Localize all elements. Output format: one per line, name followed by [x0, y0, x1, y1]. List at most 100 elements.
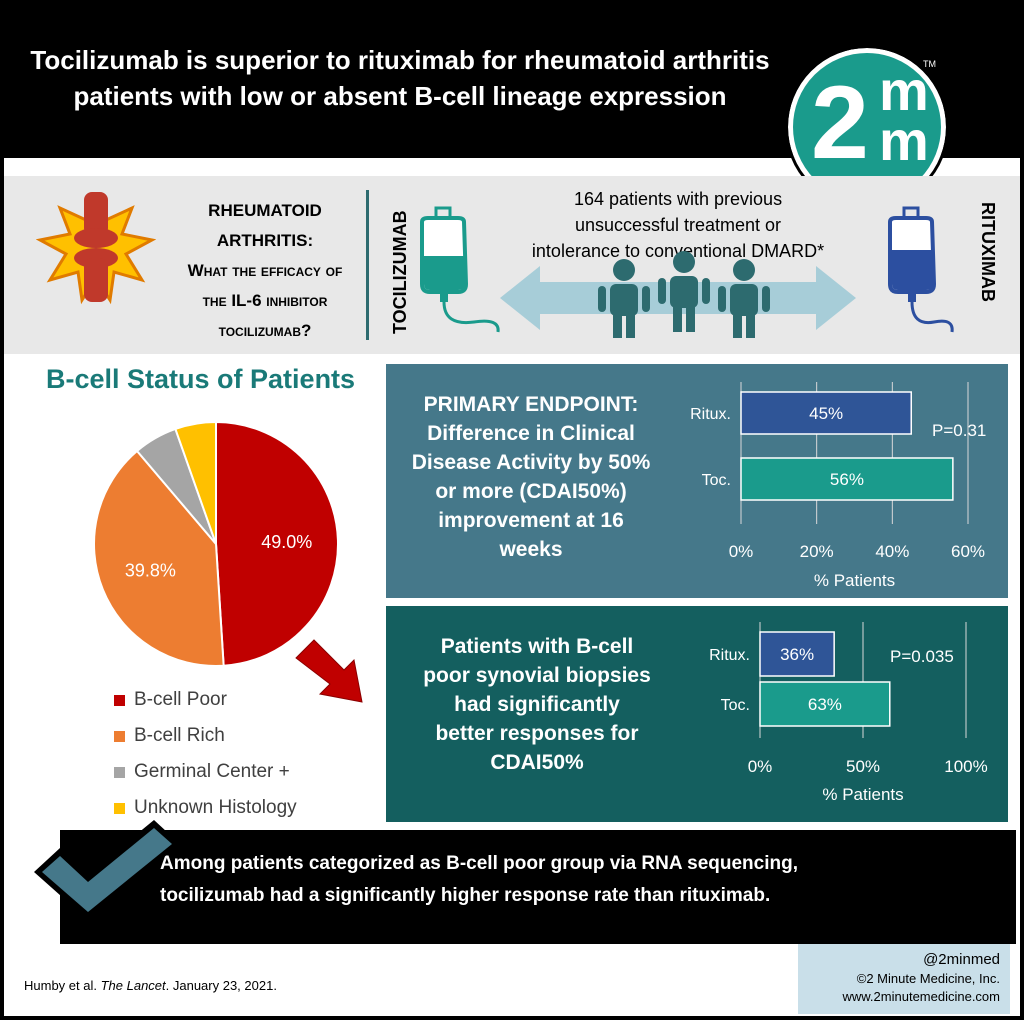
citation: Humby et al. The Lancet. January 23, 202… — [24, 978, 524, 993]
section-divider — [366, 190, 369, 340]
inflamed-joint-icon — [36, 192, 156, 305]
legend-label: B-cell Rich — [134, 725, 225, 746]
panel2-line-2: poor synovial biopsies — [423, 664, 651, 687]
panel2-line-5: CDAI50% — [490, 751, 584, 774]
bar-data-label: 36% — [780, 645, 814, 664]
logo-letter-top: m — [879, 59, 929, 122]
bcell-poor-bar-chart: 0% 50% 100% 36% Ritux. 63% Toc. P=0.035 % Patien… — [709, 622, 988, 804]
pie-slice-b-cell-poor — [215, 420, 339, 667]
x-tick-label: 0% — [729, 542, 754, 561]
panel1-line-2: Difference in Clinical — [427, 422, 635, 445]
study-design-band — [4, 176, 1020, 354]
legend-item-unknown-histology: Unknown Histology — [114, 790, 354, 826]
pie-data-label: 49.0% — [261, 532, 312, 552]
study-infographic — [420, 206, 954, 338]
p-value-annotation: P=0.31 — [932, 421, 986, 440]
patients-line-3: intolerance to conventional DMARD* — [531, 241, 825, 261]
pie-slice-unknown-histology — [174, 420, 217, 545]
panel1-line-3: Disease Activity by 50% — [411, 451, 651, 474]
legend-item-bcell-poor: B-cell Poor — [114, 682, 354, 718]
bar-ritux — [740, 391, 912, 435]
citation-journal: The Lancet — [100, 978, 166, 993]
bar-data-label: 56% — [830, 470, 864, 489]
bar-toc — [759, 681, 891, 727]
category-label: Ritux. — [709, 647, 750, 664]
x-tick-label: 60% — [951, 542, 985, 561]
social-handle: @2minmed — [923, 951, 1000, 968]
legend-label: B-cell Poor — [134, 689, 227, 710]
copyright: ©2 Minute Medicine, Inc. — [856, 971, 1000, 986]
bar-data-label: 45% — [809, 404, 843, 423]
panel1-line-1: PRIMARY ENDPOINT: — [423, 393, 639, 416]
patient-description: 164 patients with previous unsuccessful … — [498, 186, 858, 264]
tocilizumab-vertical-label: TOCILIZUMAB — [390, 210, 410, 334]
category-label: Ritux. — [690, 406, 731, 423]
bcell-status-pie-chart: 49.0% 39.8% — [93, 420, 339, 667]
legend-item-bcell-rich: B-cell Rich — [114, 718, 354, 754]
bar-data-label: 63% — [808, 695, 842, 714]
x-axis-title: % Patients — [822, 785, 903, 804]
red-arrow-icon — [295, 639, 363, 703]
primary-endpoint-panel: PRIMARY ENDPOINT: Difference in Clinical… — [386, 364, 1008, 598]
logo-trademark: TM — [923, 59, 936, 69]
patients-line-1: 164 patients with previous — [573, 189, 783, 209]
conclusion-band: Among patients categorized as B-cell poo… — [60, 830, 1016, 944]
primary-endpoint-text: PRIMARY ENDPOINT: Difference in Clinical… — [396, 390, 666, 564]
legend-swatch — [114, 694, 125, 706]
x-tick-label: 100% — [944, 757, 987, 776]
title-line-2: patients with low or absent B-cell linea… — [73, 81, 727, 111]
legend-item-germinal-center: Germinal Center + — [114, 754, 354, 790]
checkmark-icon — [34, 820, 180, 920]
bcell-poor-panel: Patients with B-cell poor synovial biops… — [386, 606, 1008, 822]
legend-label: Germinal Center + — [134, 761, 290, 782]
x-tick-label: 40% — [875, 542, 909, 561]
logo-number: 2 — [811, 65, 869, 181]
citation-authors: Humby et al. — [24, 978, 101, 993]
bar-ritux — [759, 631, 835, 677]
rituximab-vertical-label: RITUXIMAB — [978, 202, 998, 302]
x-tick-label: 50% — [846, 757, 880, 776]
condition-question: RHEUMATOID ARTHRITIS: What the efficacy … — [170, 196, 360, 346]
patients-group-icon — [598, 251, 770, 338]
page-title: Tocilizumab is superior to rituximab for… — [10, 14, 790, 142]
pie-legend: B-cell Poor B-cell Rich Germinal Center … — [114, 682, 354, 826]
tocilizumab-label: TOCILIZUMAB — [390, 210, 410, 334]
legend-label: Unknown Histology — [134, 797, 297, 818]
rituximab-label: RITUXIMAB — [978, 202, 998, 302]
x-axis-title: % Patients — [814, 571, 895, 590]
panel1-line-5: improvement at 16 — [438, 509, 624, 532]
conclusion-line-1: Among patients categorized as B-cell poo… — [160, 853, 799, 874]
question-line-2: the IL-6 inhibitor — [202, 291, 328, 310]
panel2-line-4: better responses for — [435, 722, 639, 745]
title-line-1: Tocilizumab is superior to rituximab for… — [30, 45, 770, 75]
primary-endpoint-bar-chart: 0% 20% 40% 60% 45% Ritux. 56% Toc. P=0.31 % Patie… — [690, 382, 986, 590]
panel2-line-3: had significantly — [454, 693, 620, 716]
x-tick-label: 0% — [748, 757, 773, 776]
question-line-1: What the efficacy of — [187, 261, 343, 280]
p-value-annotation: P=0.035 — [890, 647, 954, 666]
condition-line-1: RHEUMATOID — [208, 201, 322, 220]
condition-line-2: ARTHRITIS: — [216, 231, 314, 250]
category-label: Toc. — [702, 472, 731, 489]
pie-slice-b-cell-rich — [93, 449, 225, 667]
pie-data-label: 39.8% — [125, 560, 176, 580]
panel1-line-4: or more (CDAI50%) — [435, 480, 627, 503]
panel2-line-1: Patients with B-cell — [440, 635, 634, 658]
patients-line-2: unsuccessful treatment or — [574, 215, 782, 235]
x-tick-label: 20% — [800, 542, 834, 561]
tocilizumab-iv-bag-icon — [420, 206, 500, 333]
bar-toc — [740, 457, 954, 501]
pie-chart-title: B-cell Status of Patients — [46, 364, 356, 394]
website-url: www.2minutemedicine.com — [842, 989, 1000, 1004]
legend-swatch — [114, 730, 125, 742]
legend-swatch — [114, 766, 125, 778]
panel1-line-6: weeks — [499, 538, 563, 561]
legend-swatch — [114, 802, 125, 814]
footer-credit-box: @2minmed ©2 Minute Medicine, Inc. www.2m… — [798, 944, 1010, 1014]
citation-date: . January 23, 2021. — [165, 978, 277, 993]
question-line-3: tocilizumab? — [218, 321, 312, 340]
rituximab-iv-bag-icon — [888, 206, 954, 333]
conclusion-text: Among patients categorized as B-cell poo… — [160, 848, 1000, 912]
bcell-poor-text: Patients with B-cell poor synovial biops… — [402, 632, 672, 777]
category-label: Toc. — [721, 697, 750, 714]
